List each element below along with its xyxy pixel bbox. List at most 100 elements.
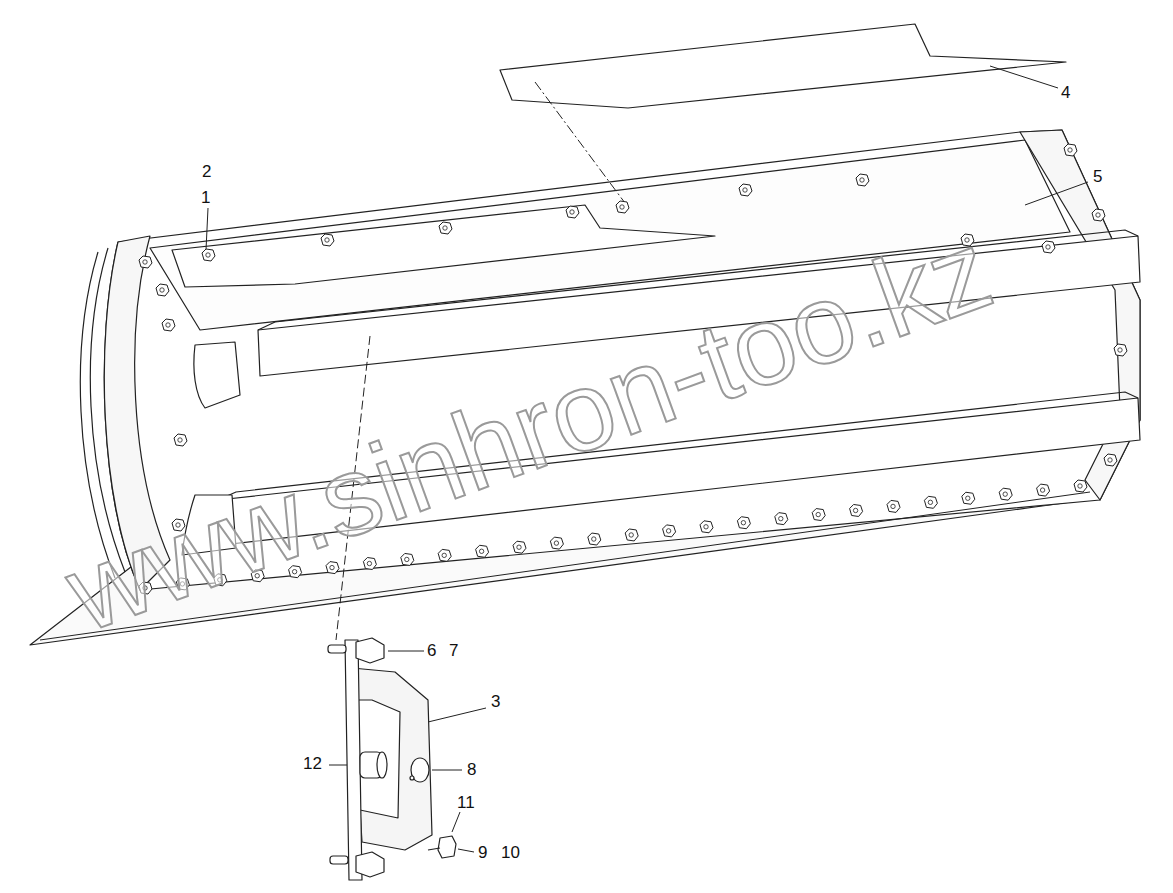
bolt-hex [202, 249, 215, 261]
bolt-stud [328, 645, 346, 653]
bolt-hex [999, 488, 1012, 500]
bolt-tip [779, 516, 783, 520]
bolt-tip [860, 178, 864, 182]
bolt-tip [1068, 148, 1072, 152]
bolt-head [700, 521, 713, 533]
bolt-tip [1003, 492, 1007, 496]
bolt-tip [517, 545, 521, 549]
cotter-pin [438, 836, 456, 858]
bolt-hex [513, 541, 526, 553]
bolt-tip [330, 565, 334, 569]
callout-number: 2 [202, 163, 211, 180]
bolt-tip [1078, 484, 1082, 488]
bolt-hex [1114, 344, 1127, 356]
bolt-tip [853, 508, 857, 512]
bolt-tip [442, 553, 446, 557]
bolt-hex [1074, 480, 1087, 492]
bolt-hex [439, 222, 452, 234]
bolt-tip [629, 533, 633, 537]
bolt-tip [367, 561, 371, 565]
bolt-head [616, 201, 629, 213]
leader-line [990, 66, 1058, 88]
bolt-hex [962, 492, 975, 504]
bolt-hex [850, 504, 863, 516]
bolt-head [1104, 454, 1117, 466]
callout-number: 3 [491, 693, 500, 710]
bolt-head [1074, 480, 1087, 492]
callout-number: 10 [501, 844, 520, 861]
bolt-head [438, 549, 451, 561]
leader-line [428, 708, 486, 722]
bolt-tip [620, 205, 624, 209]
bolt-hex [700, 521, 713, 533]
bolt-head [1042, 241, 1055, 253]
bolt-tip [966, 496, 970, 500]
bolt-hex [1042, 241, 1055, 253]
bolt-head [625, 529, 638, 541]
bolt-hex [156, 284, 169, 296]
bolt-head [775, 513, 788, 525]
bolt-hex [363, 558, 376, 570]
bolt-hex [566, 206, 579, 218]
bolt-tip [1118, 348, 1122, 352]
bolt-hex [438, 549, 451, 561]
callout-number: 5 [1093, 168, 1102, 185]
leader-line [206, 208, 208, 250]
bolt-hex [139, 256, 152, 268]
bolt-tip [741, 521, 745, 525]
bolt-head [1037, 484, 1050, 496]
bolt-head [588, 533, 601, 545]
bolt-hex [174, 434, 187, 446]
side-opening [194, 342, 240, 408]
bolt-hex [588, 533, 601, 545]
bolt-hex [1037, 484, 1050, 496]
dash-dot-leader [535, 82, 625, 203]
bolt-head [321, 234, 334, 246]
callout-number: 12 [303, 755, 322, 772]
bolt-head [663, 525, 676, 537]
bolt-head [566, 206, 579, 218]
bolt-hex [887, 500, 900, 512]
bolt-head [850, 504, 863, 516]
watermark: www.sinhron-too.kz [54, 213, 1005, 650]
bolt-tip [1108, 458, 1112, 462]
bolt-head [439, 222, 452, 234]
bolt-hex [1064, 144, 1077, 156]
bolt-hex [1092, 209, 1105, 221]
bolt-head [812, 509, 825, 521]
pin-end [377, 752, 387, 778]
bolt-hex [1104, 454, 1117, 466]
bolt-tip [1096, 213, 1100, 217]
hex-nut [356, 638, 384, 663]
callout-number: 7 [449, 642, 458, 659]
callout-number: 9 [478, 844, 487, 861]
bolt-head [737, 517, 750, 529]
leader-line [432, 770, 462, 771]
bolt-hex [812, 509, 825, 521]
bolt-tip [166, 323, 170, 327]
bolt-tip [816, 512, 820, 516]
callout-number: 6 [427, 642, 436, 659]
wear-plate-exploded [500, 24, 1066, 108]
leader-line [458, 849, 474, 852]
bolt-head [174, 434, 187, 446]
bolt-head [202, 249, 215, 261]
bolt-hex [775, 513, 788, 525]
bolt-head [550, 537, 563, 549]
bolt-head [999, 488, 1012, 500]
bolt-hex [625, 529, 638, 541]
bolt-head [962, 492, 975, 504]
bolt-tip [206, 253, 210, 257]
callout-number: 8 [467, 761, 476, 778]
bracket-loop [352, 668, 432, 850]
bolt-tip [1040, 488, 1044, 492]
callout-number: 1 [201, 189, 210, 206]
bolt-hex [737, 517, 750, 529]
bolt-hex [616, 201, 629, 213]
bolt-head [513, 541, 526, 553]
bolt-head [1092, 209, 1105, 221]
bolt-hex [739, 184, 752, 196]
bolt-tip [1046, 245, 1050, 249]
bolt-head [1064, 144, 1077, 156]
bolt-tip [325, 238, 329, 242]
